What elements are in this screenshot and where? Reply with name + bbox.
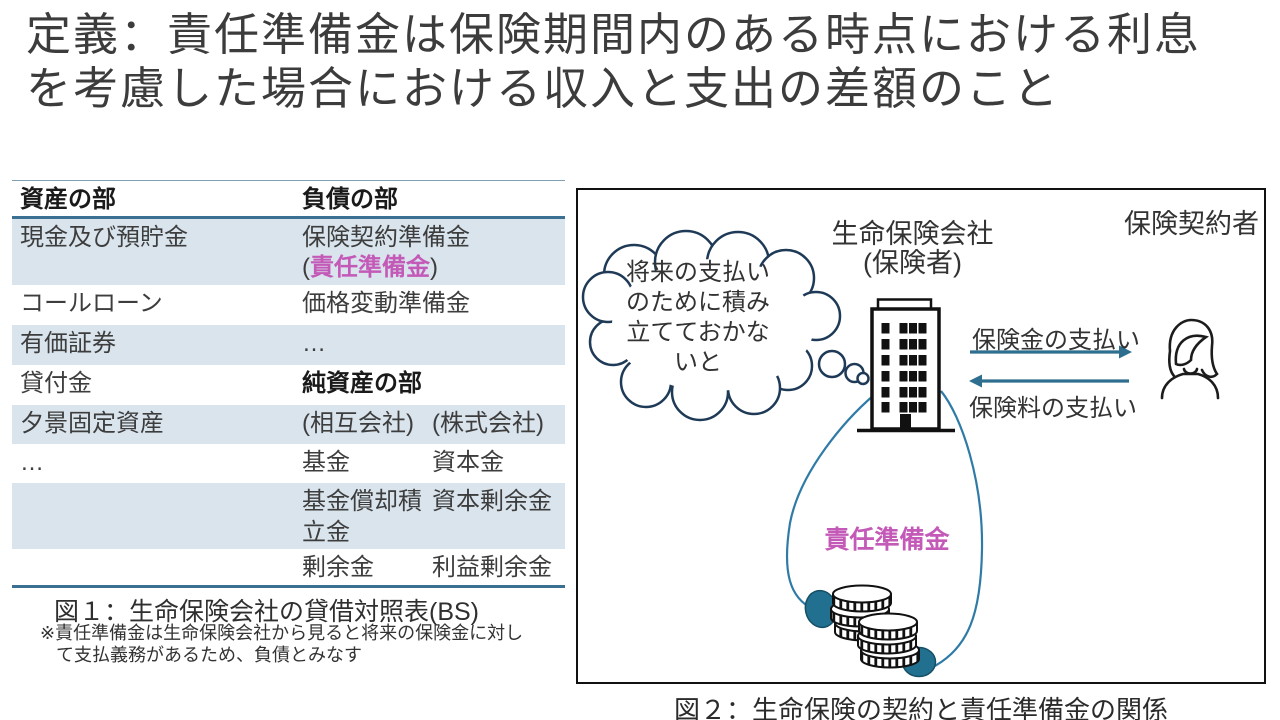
table-row: 貸付金 純資産の部 [12, 365, 565, 405]
cell-stock: (株式会社) [432, 410, 544, 438]
liability-line2: (責任準備金) [302, 253, 563, 284]
cloud-shape [581, 229, 842, 422]
reserve-label: 責任準備金 [824, 526, 950, 554]
thought-line: 立てておかな [626, 319, 770, 346]
cell-asset [12, 483, 300, 548]
cell-asset: 夕景固定資産 [20, 410, 164, 438]
cell-stock: 資本剰余金 [432, 488, 552, 516]
cell-stock: 利益剰余金 [432, 553, 552, 581]
reserve-loop [785, 390, 984, 669]
thought-line: いと [674, 349, 722, 376]
paren-close: ) [430, 254, 438, 282]
cell-stock: 資本金 [432, 449, 504, 477]
thought-cloud-icon: 将来の支払い のために積み 立てておかな いと [581, 229, 846, 422]
coin-stack-icon [830, 584, 920, 669]
figure1-note: ※責任準備金は生命保険会社から見ると将来の保険金に対し て支払義務があるため、負… [40, 623, 523, 666]
diagram-drawing [785, 298, 1220, 678]
cell-asset: 貸付金 [20, 370, 92, 398]
insurer-label: 生命保険会社 (保険者) [810, 220, 1015, 278]
title-line-2: を考慮した場合における収入と支出の差額のこと [26, 63, 1061, 114]
thought-trail-icon [817, 349, 870, 386]
table-row: 夕景固定資産 (相互会社) (株式会社) [12, 405, 565, 445]
figure1-caption: 図１：生命保険会社の貸借対照表(BS) [54, 598, 480, 626]
insurer-role: (保険者) [863, 248, 962, 278]
reserve-highlight: 責任準備金 [310, 254, 430, 282]
cell-net-assets-header: 純資産の部 [302, 370, 422, 398]
cell-asset: … [20, 449, 44, 477]
header-liabilities: 負債の部 [302, 186, 398, 213]
table-row: 有価証券 … [12, 325, 565, 366]
table-row: 剰余金 利益剰余金 [12, 549, 565, 587]
cell-liability: 保険契約準備金 (責任準備金) [300, 217, 565, 285]
thought-text: 将来の支払い のために積み 立てておかな いと [598, 258, 798, 378]
table-header-row: 資産の部 負債の部 [12, 181, 565, 218]
cell-mutual: 基金償却積立金 [302, 488, 422, 546]
table-row: 現金及び預貯金 保険契約準備金 (責任準備金) [12, 217, 565, 286]
loop-bead-icon [804, 589, 937, 678]
premium-arrow-label: 保険料の支払い [969, 395, 1137, 422]
liability-line1: 保険契約準備金 [302, 223, 470, 251]
cell-liability: 価格変動準備金 [302, 290, 470, 318]
table-row: コールローン 価格変動準備金 [12, 285, 565, 325]
cell-asset [12, 549, 300, 587]
cell-liability: … [302, 330, 326, 358]
cell-mutual: 基金 [302, 449, 350, 477]
benefit-arrow [970, 345, 1132, 359]
benefit-arrow-label: 保険金の支払い [972, 327, 1140, 354]
cell-asset: 現金及び預貯金 [20, 223, 188, 251]
note-line2: て支払義務があるため、負債とみなす [56, 644, 362, 665]
cell-mutual: 剰余金 [302, 553, 374, 581]
title-line-1: 定義：責任準備金は保険期間内のある時点における利息 [26, 9, 1202, 60]
cell-asset: 有価証券 [20, 330, 116, 358]
insurer-name: 生命保険会社 [831, 219, 994, 249]
note-line1: ※責任準備金は生命保険会社から見ると将来の保険金に対し [40, 623, 524, 643]
cell-mutual: (相互会社) [302, 410, 414, 438]
cell-asset: コールローン [20, 290, 163, 318]
balance-sheet-table: 資産の部 負債の部 現金及び預貯金 保険契約準備金 (責任準備金) コールローン… [12, 180, 565, 588]
figure2-box: 将来の支払い のために積み 立てておかな いと [576, 188, 1266, 684]
table-row: … 基金 資本金 [12, 444, 565, 483]
company-building-icon [857, 298, 955, 433]
figure2-caption: 図２：生命保険の契約と責任準備金の関係 [673, 695, 1168, 720]
thought-line: のために積み [626, 289, 770, 316]
paren-open: ( [302, 254, 310, 282]
slide-title: 定義：責任準備金は保険期間内のある時点における利息 を考慮した場合における収入と… [26, 8, 1266, 116]
policyholder-icon [1160, 318, 1220, 400]
thought-line: 将来の支払い [626, 259, 770, 286]
header-assets: 資産の部 [20, 186, 116, 213]
policyholder-label: 保険契約者 [1124, 209, 1259, 239]
premium-arrow [969, 374, 1129, 388]
table-row: 基金償却積立金 資本剰余金 [12, 483, 565, 549]
